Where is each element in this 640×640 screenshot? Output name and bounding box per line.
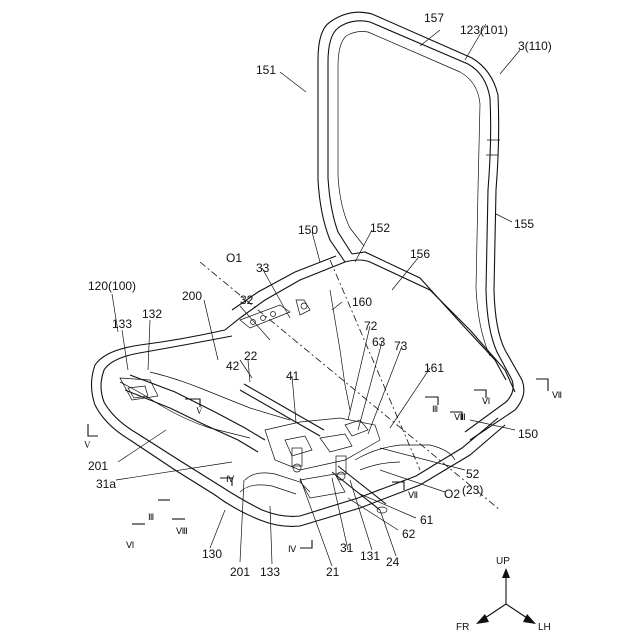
section-iii-right: Ⅲ (432, 404, 438, 414)
section-v-center: V (196, 406, 203, 416)
section-v-left: V (84, 440, 91, 450)
label-130: 130 (202, 547, 222, 561)
label-151: 151 (256, 63, 276, 77)
section-vi-right: Ⅵ (482, 396, 490, 406)
arrow-up-icon (502, 568, 510, 578)
label-62: 62 (402, 527, 416, 541)
label-o1: O1 (226, 251, 242, 265)
axis-o2 (330, 260, 420, 470)
section-viii-left: Ⅷ (176, 526, 188, 536)
label-120: 120(100) (88, 279, 136, 293)
seat-cushion-frame (92, 330, 506, 526)
label-161: 161 (424, 361, 444, 375)
label-fr: FR (456, 622, 469, 633)
arrow-lh-icon (523, 614, 536, 624)
label-73: 73 (394, 339, 408, 353)
label-132: 132 (142, 307, 162, 321)
backrest-frame (318, 12, 524, 440)
leader-lines (112, 24, 520, 566)
section-vii-right: Ⅶ (552, 390, 562, 400)
label-156: 156 (410, 247, 430, 261)
section-markers (88, 379, 548, 548)
label-61: 61 (420, 513, 434, 527)
arrow-fr-icon (476, 614, 489, 624)
label-41: 41 (286, 369, 300, 383)
reference-labels: 157 123(101) 3(110) 151 155 150 152 156 … (88, 11, 552, 579)
label-32: 32 (240, 293, 254, 307)
label-155: 155 (514, 217, 534, 231)
side-member (120, 375, 265, 452)
label-152: 152 (370, 221, 390, 235)
section-iv-lower: Ⅳ (288, 544, 297, 554)
label-42: 42 (226, 359, 240, 373)
label-131: 131 (360, 549, 380, 563)
label-133-left: 133 (112, 317, 132, 331)
label-63: 63 (372, 335, 386, 349)
label-150-upper: 150 (298, 223, 318, 237)
label-31: 31 (340, 541, 354, 555)
label-160: 160 (352, 295, 372, 309)
label-157: 157 (424, 11, 444, 25)
label-133-bottom: 133 (260, 565, 280, 579)
label-52: 52 (466, 467, 480, 481)
label-201-bottom: 201 (230, 565, 250, 579)
section-vii-center: Ⅶ (408, 490, 418, 500)
label-200: 200 (182, 289, 202, 303)
label-201-left: 201 (88, 459, 108, 473)
label-72: 72 (364, 319, 378, 333)
label-123: 123(101) (460, 23, 508, 37)
label-150-right: 150 (518, 427, 538, 441)
label-24: 24 (386, 555, 400, 569)
adjuster-mechanism (240, 384, 455, 513)
orientation-indicator (476, 568, 536, 624)
label-22: 22 (244, 349, 258, 363)
label-up: UP (496, 556, 510, 567)
section-iii-left: Ⅲ (148, 512, 154, 522)
label-23: (23) (462, 483, 483, 497)
label-o2: O2 (444, 487, 460, 501)
section-vi-left: Ⅵ (126, 540, 134, 550)
label-21: 21 (326, 565, 340, 579)
section-viii-right: Ⅷ (454, 412, 466, 422)
label-lh: LH (538, 622, 551, 633)
label-3: 3(110) (518, 39, 552, 53)
label-33: 33 (256, 261, 270, 275)
section-iv-upper: Ⅳ (226, 474, 235, 484)
section-labels: V V Ⅲ Ⅲ Ⅵ Ⅵ Ⅶ Ⅶ Ⅷ Ⅷ Ⅳ Ⅳ (84, 390, 562, 554)
label-31a: 31a (96, 477, 116, 491)
